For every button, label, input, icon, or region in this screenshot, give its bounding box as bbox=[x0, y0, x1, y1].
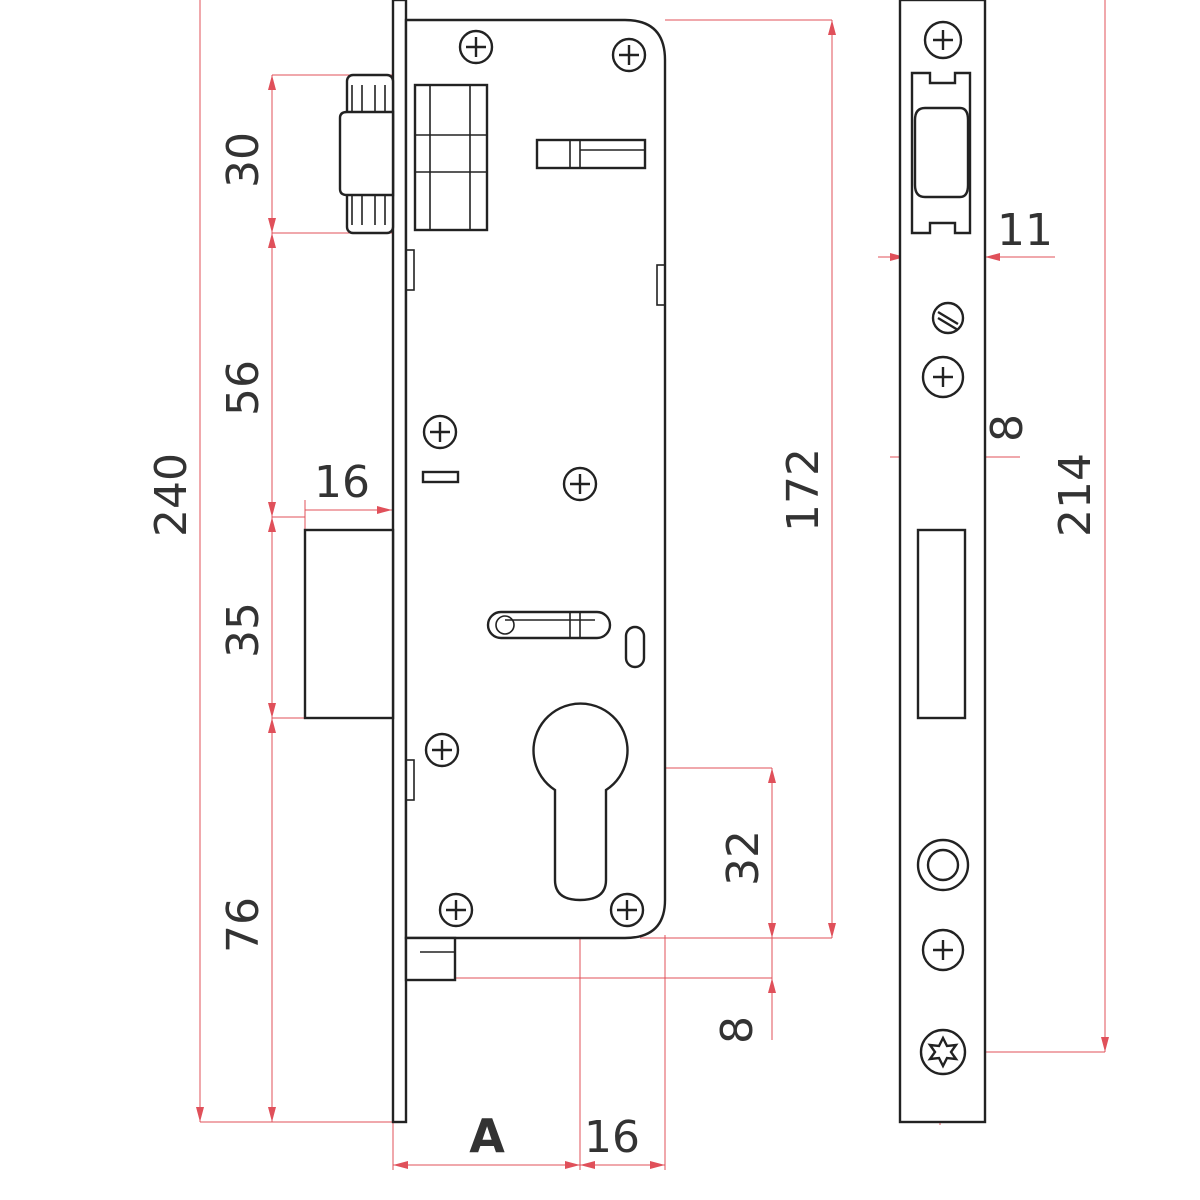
dim-label-240: 240 bbox=[146, 453, 197, 537]
deadbolt bbox=[303, 528, 395, 720]
lock-front-view bbox=[303, 0, 667, 1124]
dim-label-214: 214 bbox=[1050, 453, 1101, 537]
top-slot bbox=[535, 138, 647, 170]
faceplate-front bbox=[391, 0, 408, 1124]
faceplate-side-view bbox=[898, 0, 987, 1124]
phillips-screw-icon bbox=[923, 20, 963, 60]
phillips-screw-icon bbox=[458, 29, 494, 65]
dim-label-30: 30 bbox=[218, 132, 269, 188]
phillips-screw-icon bbox=[921, 355, 965, 399]
dim-label-16-bottom: 16 bbox=[584, 1112, 640, 1163]
deadbolt-opening bbox=[916, 528, 967, 720]
phillips-screw-icon bbox=[562, 466, 598, 502]
phillips-screw-icon bbox=[609, 892, 645, 928]
torx-screw-icon bbox=[919, 1028, 967, 1076]
phillips-screw-icon bbox=[438, 892, 474, 928]
dim-label-16-latch: 16 bbox=[314, 457, 370, 508]
slotted-screw-icon bbox=[931, 301, 965, 335]
dim-label-172: 172 bbox=[778, 448, 829, 532]
phillips-screw-icon bbox=[921, 928, 965, 972]
phillips-screw-icon bbox=[422, 414, 458, 450]
follower-hole bbox=[916, 838, 970, 892]
latch-bolt bbox=[338, 73, 489, 235]
phillips-screw-icon bbox=[424, 732, 460, 768]
dim-label-35: 35 bbox=[218, 602, 269, 658]
dim-label-A: A bbox=[469, 1109, 505, 1163]
dim-label-11: 11 bbox=[997, 205, 1053, 256]
cam-glyph bbox=[624, 625, 646, 669]
dim-label-8-bottom: 8 bbox=[712, 1016, 763, 1044]
dimension-labels: 30 56 240 16 35 76 172 32 8 A 16 11 8 21… bbox=[146, 132, 1101, 1163]
phillips-screw-icon bbox=[611, 37, 647, 73]
dim-label-56: 56 bbox=[218, 360, 269, 416]
latch-opening bbox=[910, 71, 972, 235]
euro-profile-cylinder-hole bbox=[532, 702, 629, 902]
dim-label-8-side: 8 bbox=[982, 414, 1033, 442]
dim-label-32: 32 bbox=[718, 830, 769, 886]
bottom-block bbox=[404, 936, 457, 982]
cam-slot bbox=[486, 610, 612, 640]
dim-label-76: 76 bbox=[218, 897, 269, 953]
